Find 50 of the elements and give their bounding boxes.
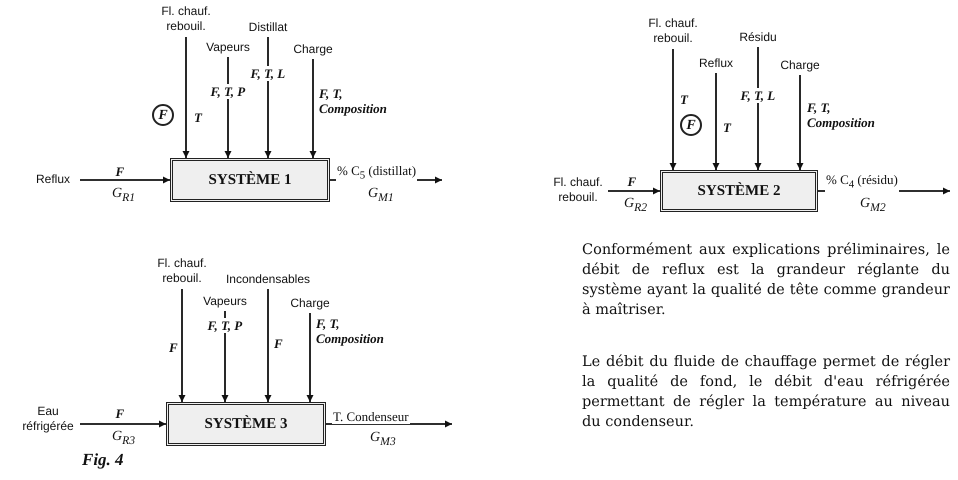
process-box: SYSTÈME 1 xyxy=(170,158,330,202)
arrow xyxy=(80,176,170,184)
process-box: SYSTÈME 2 xyxy=(660,170,818,212)
edge-label: F, T, P xyxy=(210,84,246,99)
body-paragraph: Le débit du fluide de chauffage permet de régler la qualité de fond, le débit d'eau réfrigérée permettant de régler la température au niveau du condenseur. xyxy=(582,353,950,432)
arrow xyxy=(264,289,272,402)
arrow xyxy=(80,420,166,428)
stream-label: Charge xyxy=(284,296,336,312)
edge-label: F, T, P xyxy=(206,318,244,333)
stream-label: Eau réfrigérée xyxy=(18,404,78,436)
figure-caption: Fig. 4 xyxy=(82,450,124,470)
arrow xyxy=(310,59,316,158)
stream-label: Vapeurs xyxy=(197,294,253,310)
stream-label: Distillat xyxy=(238,20,298,36)
edge-label: % C$_{4}$ (résidu) xyxy=(825,172,899,193)
arrow xyxy=(754,47,762,170)
stream-label: Fl. chauf. rebouil. xyxy=(150,256,214,288)
arrow xyxy=(182,37,190,158)
variable-label: G$_{R2}$ xyxy=(624,196,648,214)
edge-label: F, T, L xyxy=(740,88,776,103)
stream-label: Fl. chauf. rebouil. xyxy=(638,16,708,48)
stream-label: Charge xyxy=(287,42,339,58)
variable-label: G$_{M2}$ xyxy=(860,196,886,214)
measurement-circle: F xyxy=(680,114,702,136)
stream-label: Fl. chauf. rebouil. xyxy=(151,4,221,36)
edge-label: F, T, L xyxy=(250,66,286,81)
stream-label: Résidu xyxy=(730,30,786,46)
arrow xyxy=(264,37,272,158)
stream-label: Fl. chauf. rebouil. xyxy=(550,175,606,207)
variable-label: G$_{R1}$ xyxy=(112,186,136,204)
arrow xyxy=(178,289,186,402)
measurement-circle: F xyxy=(152,104,174,126)
arrow xyxy=(306,313,314,402)
stream-label: Charge xyxy=(774,58,826,74)
process-box: SYSTÈME 3 xyxy=(166,402,326,446)
arrow xyxy=(712,73,720,170)
variable-label: G$_{M3}$ xyxy=(370,430,396,448)
stream-label: Vapeurs xyxy=(200,40,256,56)
edge-label: T. Condenseur xyxy=(332,409,410,424)
arrow xyxy=(796,75,804,170)
arrow xyxy=(326,420,452,428)
stream-label: Reflux xyxy=(28,172,78,188)
variable-label: G$_{R3}$ xyxy=(112,429,136,447)
body-paragraph: Conformément aux explications préliminaires, le débit de reflux est la grandeur réglante du système ayant la qualité de tête comme grandeur à maîtriser. xyxy=(582,241,950,320)
arrow xyxy=(670,49,676,170)
variable-label: G$_{M1}$ xyxy=(368,186,394,204)
arrow xyxy=(608,188,660,194)
stream-label: Incondensables xyxy=(218,272,318,288)
stream-label: Reflux xyxy=(691,56,741,72)
edge-label: % C$_{5}$ (distillat) xyxy=(336,163,418,184)
